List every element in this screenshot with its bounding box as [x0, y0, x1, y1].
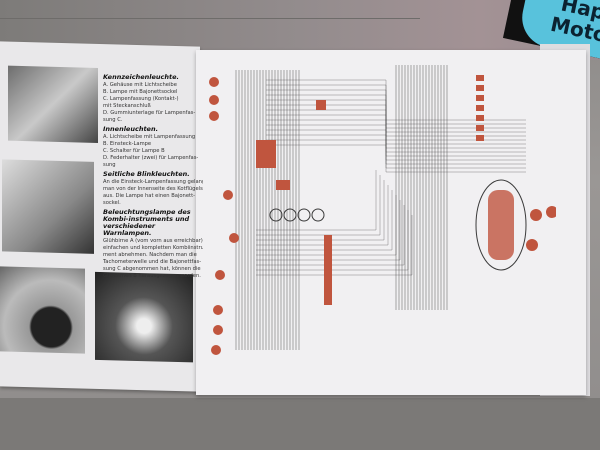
lamp-component — [209, 77, 219, 87]
terminal — [476, 105, 484, 111]
photo-instrument-cluster — [95, 271, 193, 363]
section-line: A. Gehäuse mit Lichtscheibe — [103, 82, 177, 88]
gauge-symbol — [297, 208, 311, 222]
section-line: C. Lampenfassung (Kontakt-) — [103, 96, 179, 102]
wire — [256, 185, 389, 246]
section-line: sung C abgenommen hat, können die — [103, 266, 201, 272]
section-line: Glühbirnen B herausgezogen werden. — [103, 273, 201, 279]
wire — [256, 190, 393, 251]
section-line: einfachen und kompletten Kombiinstru- — [103, 245, 203, 251]
gauge-component — [526, 239, 538, 251]
wire — [256, 170, 377, 231]
wire — [256, 180, 385, 241]
gauge-symbol — [283, 208, 297, 222]
terminal — [476, 115, 484, 121]
wire — [256, 200, 401, 261]
switch — [316, 100, 326, 110]
right-page-wiring-diagram — [196, 50, 586, 395]
tile-seam — [0, 18, 420, 19]
photo-side-indicator — [0, 266, 85, 354]
wire — [256, 210, 409, 271]
lamp-component — [213, 305, 223, 315]
section-line: Glühbirne A (vom vorn aus erreichbar) — [103, 238, 203, 244]
terminal — [476, 85, 484, 91]
section-line: mit Steckanschluß — [103, 103, 151, 109]
instrument-cluster — [488, 190, 514, 260]
section-line: Tachometerwelle und die Bajonettfas- — [103, 259, 202, 265]
section-line: B. Lampe mit Bajonettsockel — [103, 89, 178, 95]
relay — [276, 180, 290, 190]
wire — [256, 195, 397, 256]
section-line: man von der Innenseite des Kotflügels — [103, 186, 203, 192]
gauge-component — [546, 206, 556, 218]
gauge-symbol — [311, 208, 325, 222]
lamp-component — [209, 111, 219, 121]
photo-license-plate-lamp — [8, 65, 98, 143]
lamp-component — [211, 345, 221, 355]
floor-foreground — [0, 398, 600, 450]
lamp-component — [213, 325, 223, 335]
section-line: C. Schalter für Lampe B — [103, 148, 165, 154]
instrument-cluster-outline — [475, 179, 527, 271]
lamp-component — [215, 270, 225, 280]
lamp-component — [209, 95, 219, 105]
wire — [256, 175, 381, 236]
open-manual — [0, 41, 590, 404]
wire — [256, 205, 405, 266]
section-line: aus. Die Lampe hat einen Bajonett- — [103, 193, 195, 199]
fuse-box — [256, 140, 276, 168]
text-column: Kennzeichenleuchte.A. Gehäuse mit Lichts… — [103, 72, 203, 280]
section-title: Innenleuchten. — [103, 125, 159, 133]
terminal — [476, 135, 484, 141]
wire — [266, 144, 526, 173]
section-line: B. Einsteck-Lampe — [103, 141, 152, 147]
terminal — [476, 95, 484, 101]
section-line: D. Federhalter (zwei) für Lampenfas- — [103, 155, 199, 161]
terminal — [476, 75, 484, 81]
section-line: sung C. — [103, 117, 123, 123]
gauge-component — [530, 209, 542, 221]
terminal — [476, 125, 484, 131]
section-title: Beleuchtungslampe des Kombi-instruments … — [103, 208, 191, 237]
section-title: Seitliche Blinkleuchten. — [103, 170, 190, 178]
section-line: sung — [103, 162, 116, 168]
gauge-symbol — [269, 208, 283, 222]
wire — [256, 215, 413, 276]
section-title: Kennzeichenleuchte. — [103, 73, 180, 81]
section-line: D. Gummiunterlage für Lampenfas- — [103, 110, 196, 116]
connector-block — [324, 235, 332, 305]
section-line: ment abnehmen. Nachdem man die — [103, 252, 197, 258]
photo-interior-lamp — [2, 159, 94, 254]
lamp-component — [223, 190, 233, 200]
wiring-diagram — [209, 65, 556, 355]
section-line: sockel. — [103, 200, 121, 206]
section-line: A. Lichtscheibe mit Lampenfassung — [103, 134, 196, 140]
section-line: An die Einsteck-Lampenfassung gelangt — [103, 179, 203, 185]
lamp-component — [229, 233, 239, 243]
